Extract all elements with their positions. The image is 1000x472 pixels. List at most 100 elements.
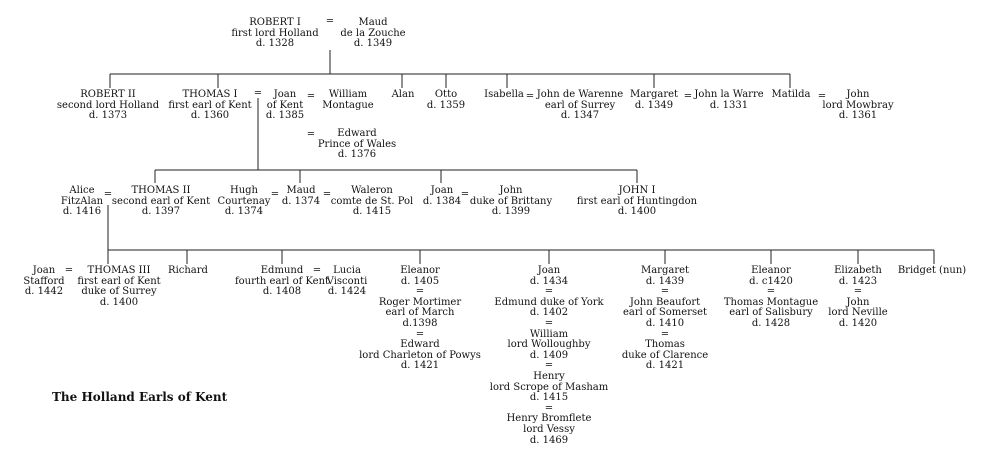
person-text-line: Eleanor [751,265,791,276]
person-text-line: d. 1328 [255,38,295,50]
person-text-line: d. 1442 [24,286,64,298]
marriage-sign: = [544,360,554,372]
person-text-line: Visconti [326,275,368,287]
marriage-sign: = [103,189,113,200]
person-text-line: d. 1423 [838,275,878,287]
person-text-line: d. 1469 [529,434,569,446]
person-text-line: d. 1420 [838,317,878,329]
person-text-line: JOHN I [618,185,656,196]
person-richard: Richard [168,265,208,277]
person-text-line: d. 1421 [400,360,440,372]
marriage-sign: = [306,91,316,102]
marriage-sign: = [270,189,280,200]
person-text-line: Joan [32,265,56,276]
person-text-line: Elizabeth [834,265,882,276]
diagram-title: The Holland Earls of Kent [52,390,228,404]
marriage-sign: = [322,189,332,200]
person-text-line: d.1398 [402,317,438,329]
person-text-line: d. 1374 [281,195,321,207]
person-text-line: d. 1397 [141,206,181,218]
person-text-line: Stafford [23,275,65,287]
person-text-line: John [846,89,870,100]
person-text-line: d. 1399 [491,206,531,218]
person-text-line: d. 1349 [634,99,674,111]
person-text-line: d. 1434 [529,275,569,287]
person-text-line: Hugh [229,185,259,196]
marriage-sign: = [312,265,322,276]
marriage-sign: = [766,286,776,298]
person-text-line: Joan [273,89,297,100]
person-text-line: Otto [434,89,458,100]
person-text-line: Lucia [333,265,361,276]
person-text-line: d. 1361 [838,110,878,122]
person-text-line: comte de St. Pol [330,195,414,207]
person-text-line: ROBERT I [249,17,301,28]
person-text-line: ROBERT II [80,89,136,100]
person-bridget: Bridget (nun) [898,265,966,277]
person-text-line: Joan [430,185,454,196]
person-text-line: Courtenay [217,195,271,207]
person-text-line: Edmund [260,265,304,276]
person-text-line: John de Warenne [536,89,624,100]
marriage-sign: = [853,286,863,298]
person-text-line: d. 1374 [224,206,264,218]
person-text-line: duke of Brittany [469,195,553,207]
person-text-line: d. 1408 [262,286,302,298]
person-text-line: d. 1385 [265,110,305,122]
person-text-line: d. 1373 [88,110,128,122]
marriage-sign: = [544,402,554,414]
person-text-line: lord Charleton of Powys [359,349,481,361]
marriage-sign: = [415,286,425,298]
person-text-line: Margaret [640,265,690,276]
person-text-line: d. 1415 [529,392,569,404]
person-text-line: d. 1415 [352,206,392,218]
person-text-line: second earl of Kent [111,195,211,207]
person-text-line: Thomas Montague [723,296,819,308]
marriage-sign: = [64,265,74,276]
person-text-line: John [499,185,523,196]
person-text-line: earl of Surrey [544,99,616,111]
person-text-line: John Beaufort [629,296,701,308]
person-text-line: d. 1421 [645,360,685,372]
person-text-line: John [846,296,870,308]
person-text-line: d. 1405 [400,275,440,287]
person-text-line: THOMAS II [131,185,191,196]
person-text-line: Maud [358,17,388,28]
person-text-line: Isabella [484,89,524,100]
person-text-line: Edmund duke of York [494,296,604,308]
person-text-line: Matilda [771,89,811,100]
marriage-sign: = [660,286,670,298]
marriage-sign: = [683,91,693,102]
person-text-line: d. 1359 [426,99,466,111]
person-text-line: of Kent [266,99,304,111]
person-text-line: FitzAlan [60,195,104,207]
person-text-line: d. 1331 [709,99,749,111]
person-text-line: d. 1439 [645,275,685,287]
person-text-line: William [328,89,368,100]
person-text-line: de la Zouche [340,27,406,39]
person-matilda: Matilda [771,89,811,101]
person-text-line: earl of Salisbury [729,307,813,319]
person-text-line: d. 1402 [529,307,569,319]
person-text-line: Eleanor [400,265,440,276]
person-text-line: d. 1347 [560,110,600,122]
marriage-sign: = [460,189,470,200]
person-text-line: first earl of Kent [77,275,161,287]
